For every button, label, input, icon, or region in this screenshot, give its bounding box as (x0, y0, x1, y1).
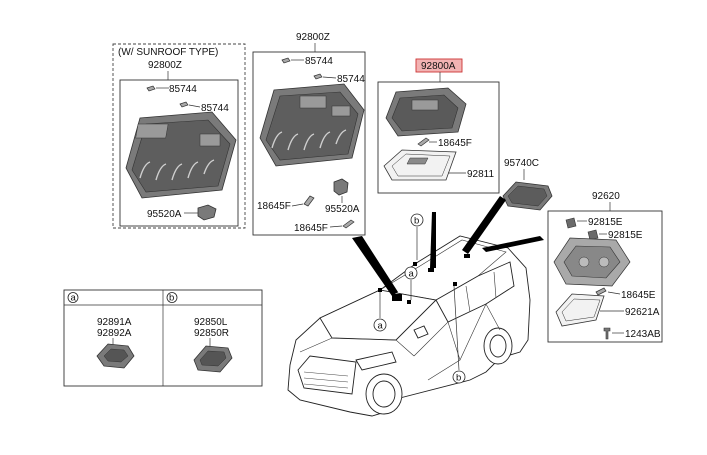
pointer-to-front (352, 236, 398, 296)
roof-lamp-front-marker (392, 294, 402, 301)
svg-text:18645F: 18645F (257, 201, 291, 212)
svg-text:18645F: 18645F (438, 138, 472, 149)
room-lamp-holder: 18645E (595, 287, 656, 301)
standard-bulb-lower: 85744 (313, 73, 365, 85)
legend-a-lamp (96, 343, 135, 369)
vehicle-illustration: b a a b (287, 196, 544, 417)
svg-text:a: a (378, 321, 384, 332)
room-lamp-lens: 92621A (555, 293, 660, 327)
sunroof-group: (W/ SUNROOF TYPE) 92800Z 85744 85744 (112, 43, 246, 229)
legend-a-part-1: 92891A (97, 317, 132, 328)
center-part: 95740C (502, 158, 553, 211)
callout-a-top: a (404, 266, 418, 280)
pointer-to-center (430, 212, 436, 268)
svg-text:1243AB: 1243AB (625, 329, 661, 340)
svg-text:95520A: 95520A (147, 209, 182, 220)
svg-text:85744: 85744 (201, 103, 229, 114)
standard-switch: 95520A (325, 178, 360, 215)
svg-text:92815E: 92815E (588, 217, 623, 228)
standard-assembly-frame (252, 51, 366, 236)
svg-text:85744: 85744 (169, 84, 197, 95)
room-lamp-housing (553, 237, 631, 287)
standard-holder-left: 18645F (257, 195, 315, 212)
center-part-label: 95740C (504, 158, 539, 169)
sunroof-assembly-label: 92800Z (148, 60, 182, 71)
legend-b-header: b (166, 292, 178, 304)
svg-text:92815E: 92815E (608, 230, 643, 241)
highlight-assembly-frame (377, 81, 500, 194)
svg-text:92811: 92811 (467, 169, 495, 180)
standard-assembly-label: 92800Z (296, 32, 330, 43)
svg-text:b: b (456, 373, 461, 384)
standard-console-housing (259, 83, 365, 167)
svg-text:a: a (409, 269, 415, 280)
legend-b-part-1: 92850L (194, 317, 228, 328)
sunroof-bulb-lower: 85744 (179, 101, 229, 114)
legend-a-part-2: 92892A (97, 328, 132, 339)
svg-text:a: a (71, 293, 77, 304)
room-lamp-screw: 1243AB (603, 327, 661, 340)
svg-text:18645F: 18645F (294, 223, 328, 234)
room-lamp-bulb-b: 92815E (587, 229, 643, 241)
svg-text:85744: 85744 (305, 56, 333, 67)
legend-a-header: a (67, 292, 79, 304)
highlight-assembly-label: 92800A (421, 61, 456, 72)
sunroof-group-frame (112, 43, 246, 229)
svg-text:b: b (169, 293, 174, 304)
sunroof-assembly-frame (119, 79, 239, 227)
svg-text:92621A: 92621A (625, 307, 660, 318)
sunroof-console-housing (125, 111, 237, 199)
standard-group: 92800Z 85744 85744 (252, 32, 366, 236)
legend-b-lamp (193, 345, 233, 373)
callout-b-bottom: b (452, 370, 466, 384)
room-lamp-group: 92620 92815E 92815E 18645E (547, 191, 663, 343)
svg-text:b: b (414, 216, 419, 227)
room-lamp-assembly-frame (547, 210, 663, 343)
highlight-lamp-housing (385, 87, 467, 137)
callout-b-top: b (410, 213, 424, 227)
svg-text:95520A: 95520A (325, 204, 360, 215)
sunroof-heading: (W/ SUNROOF TYPE) (118, 47, 218, 58)
highlight-holder: 18645F (417, 137, 472, 149)
callout-a-bottom: a (373, 318, 387, 332)
standard-holder-bottom: 18645F (294, 219, 355, 234)
highlight-assembly-badge[interactable] (415, 58, 463, 73)
pointer-to-room-lamp (482, 236, 544, 252)
pointer-to-rear (462, 196, 506, 254)
roof-lamp-center-marker (428, 268, 434, 272)
highlight-group: 92800A 18645F 92811 (377, 58, 500, 194)
svg-text:18645E: 18645E (621, 290, 656, 301)
sunroof-switch: 95520A (147, 204, 217, 221)
roof-lamp-rear-marker (464, 254, 470, 258)
svg-text:85744: 85744 (337, 74, 365, 85)
room-lamp-bulb-a: 92815E (565, 217, 623, 229)
sunroof-bulb-upper: 85744 (146, 84, 197, 95)
room-lamp-assembly-label: 92620 (592, 191, 620, 202)
legend-table: a b 92891A 92892A 92850L 92850R (63, 289, 263, 387)
highlight-lens: 92811 (383, 149, 495, 181)
standard-bulb-upper: 85744 (281, 56, 333, 67)
legend-b-part-2: 92850R (194, 328, 229, 339)
